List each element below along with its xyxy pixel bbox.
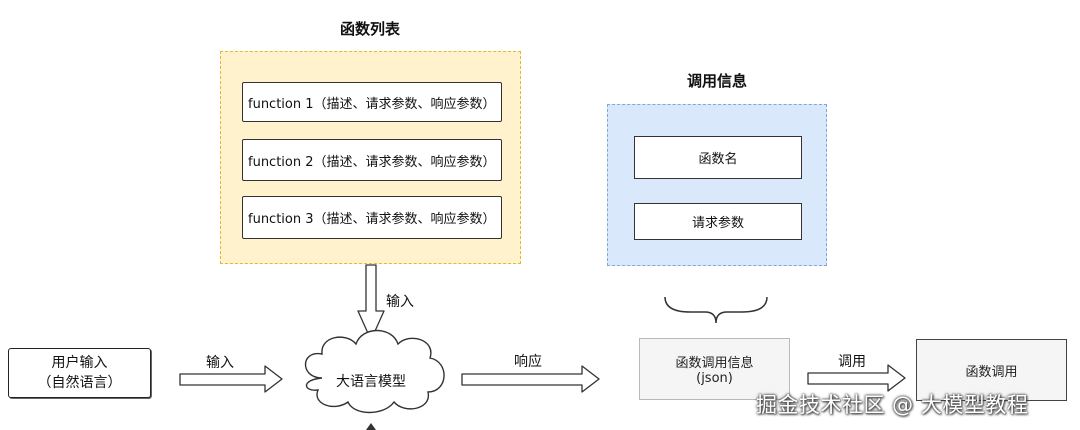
function-item-3: function 3（描述、请求参数、响应参数）: [242, 196, 502, 239]
function-name-box: 函数名: [634, 136, 802, 179]
user-input-line1: 用户输入: [51, 355, 108, 371]
call-json-line1: 函数调用信息: [675, 356, 754, 371]
down-arrow-label: 输入: [386, 294, 414, 310]
llm-label: 大语言模型: [336, 374, 406, 390]
call-arrow-label: 调用: [838, 354, 866, 370]
input-arrow: [179, 365, 283, 393]
brace: [664, 296, 768, 324]
call-info-title: 调用信息: [686, 72, 747, 90]
request-params-box: 请求参数: [634, 203, 802, 240]
call-json-line2: (json): [696, 371, 733, 386]
llm-cloud: [305, 329, 445, 414]
function-list-title: 函数列表: [339, 20, 400, 38]
function-item-1: function 1（描述、请求参数、响应参数）: [242, 82, 502, 122]
watermark: 掘金技术社区 @ 大模型教程: [756, 393, 1029, 417]
call-arrow: [807, 364, 906, 392]
call-json-box: 函数调用信息 (json): [639, 338, 790, 400]
response-arrow: [461, 365, 600, 393]
function-call-label: 函数调用: [965, 364, 1018, 380]
up-arrow-tip: [366, 423, 376, 430]
user-input-box: 用户输入 （自然语言）: [8, 348, 151, 398]
input-arrow-label: 输入: [206, 355, 234, 371]
down-arrow: [357, 264, 385, 341]
function-call-box: 函数调用: [916, 339, 1067, 401]
function-list-panel: function 1（描述、请求参数、响应参数） function 2（描述、请…: [220, 51, 521, 264]
function-item-2: function 2（描述、请求参数、响应参数）: [242, 139, 502, 181]
call-info-panel: 函数名 请求参数: [607, 104, 827, 266]
user-input-line2: （自然语言）: [37, 375, 122, 391]
response-arrow-label: 响应: [514, 354, 542, 370]
